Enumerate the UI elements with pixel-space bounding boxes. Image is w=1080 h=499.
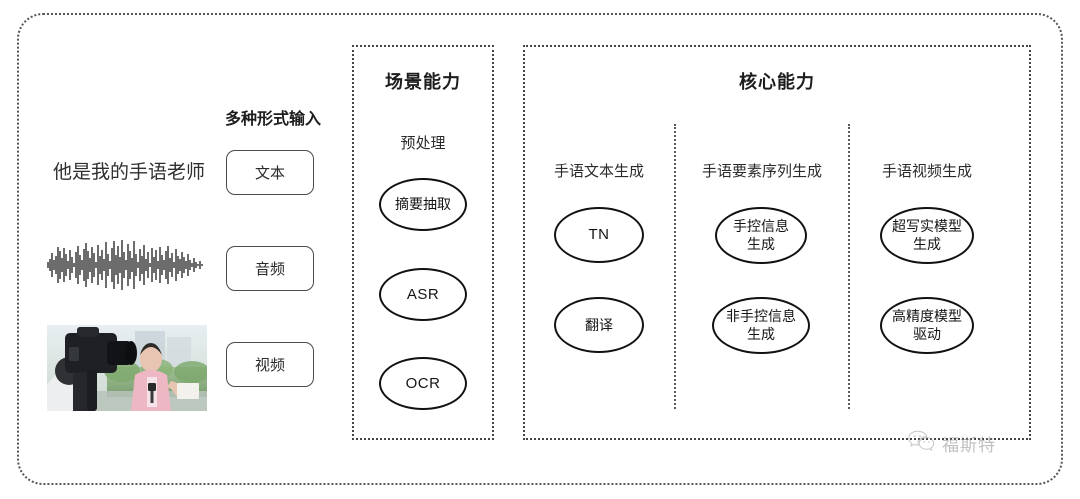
node-asr[interactable]: ASR	[379, 268, 467, 321]
node-label-wrap: 非手控信息 生成	[718, 308, 804, 343]
audio-waveform-icon	[44, 238, 206, 292]
node-translation[interactable]: 翻译	[554, 297, 644, 353]
node-manual-info-generation[interactable]: 手控信息 生成	[715, 207, 807, 264]
node-label: OCR	[405, 374, 441, 392]
node-nonmanual-info-generation[interactable]: 非手控信息 生成	[712, 297, 810, 354]
watermark: 福斯特	[908, 430, 996, 457]
scene-panel-title: 场景能力	[385, 72, 461, 92]
core-capability-panel	[523, 45, 1031, 440]
node-label: ASR	[406, 285, 440, 303]
core-column-label-3: 手语视频生成	[881, 163, 972, 180]
core-panel-title: 核心能力	[739, 72, 815, 92]
watermark-text: 福斯特	[942, 436, 996, 455]
node-label: TN	[588, 226, 610, 243]
modality-box-audio[interactable]: 音频	[226, 246, 314, 291]
node-label: 翻译	[585, 316, 613, 333]
node-label: 摘要抽取	[395, 196, 451, 213]
node-label-line2: 生成	[747, 235, 775, 252]
node-label-line1: 高精度模型	[892, 308, 962, 324]
modality-label: 音频	[254, 261, 285, 278]
node-abstract-extraction[interactable]: 摘要抽取	[379, 178, 467, 231]
core-column-divider-1	[674, 124, 676, 409]
node-label-wrap: 超写实模型 生成	[884, 218, 970, 253]
node-label-line2: 生成	[913, 235, 941, 252]
node-label-line1: 非手控信息	[726, 308, 796, 324]
node-label-line1: 手控信息	[733, 218, 789, 234]
core-column-label-2: 手语要素序列生成	[701, 163, 822, 180]
node-ocr[interactable]: OCR	[379, 357, 467, 410]
node-tn[interactable]: TN	[554, 207, 644, 263]
node-label-line1: 超写实模型	[892, 218, 962, 234]
outer-frame	[17, 13, 1063, 485]
modality-box-text[interactable]: 文本	[226, 150, 314, 195]
scene-capability-panel	[352, 45, 494, 440]
node-label-line2: 生成	[747, 325, 775, 342]
node-label-line2: 驱动	[913, 325, 941, 342]
modality-label: 视频	[254, 357, 285, 374]
node-label-wrap: 高精度模型 驱动	[884, 308, 970, 343]
wechat-icon	[908, 430, 936, 457]
modality-label: 文本	[254, 165, 285, 182]
scene-group-label: 预处理	[400, 135, 446, 152]
node-label-wrap: 手控信息 生成	[725, 218, 797, 253]
core-column-divider-2	[848, 124, 850, 409]
modality-box-video[interactable]: 视频	[226, 342, 314, 387]
node-high-precision-model-driving[interactable]: 高精度模型 驱动	[880, 297, 974, 354]
node-hyperrealistic-model-generation[interactable]: 超写实模型 生成	[880, 207, 974, 264]
input-section-title: 多种形式输入	[224, 111, 321, 128]
core-column-label-1: 手语文本生成	[553, 163, 644, 180]
sample-input-text: 他是我的手语老师	[52, 162, 205, 183]
video-thumbnail-icon	[47, 325, 207, 411]
